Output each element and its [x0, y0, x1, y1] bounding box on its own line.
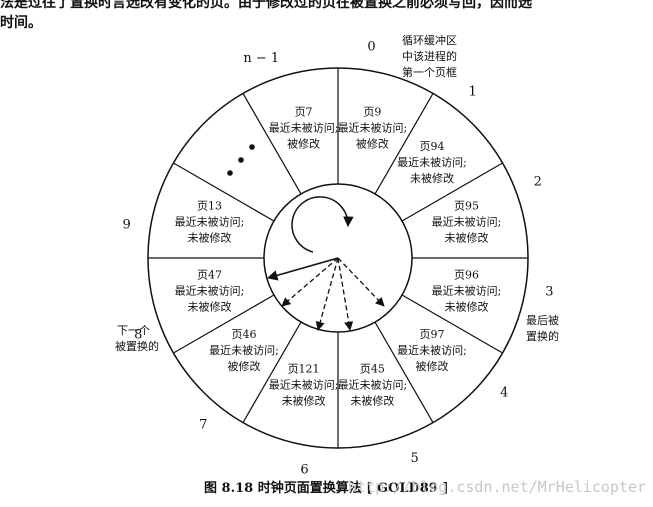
frame-page-label: 页45	[360, 362, 385, 375]
buffer-note-line-2: 中该进程的	[402, 49, 457, 63]
frame-status-line-2: 未被修改	[188, 299, 232, 313]
frame-divider	[374, 321, 434, 423]
next-replaced-note-line-1: 下一个	[117, 324, 150, 337]
frame-status-line-2: 未被修改	[282, 393, 326, 407]
frame-number: 7	[199, 417, 207, 432]
frame-page-label: 页13	[197, 200, 222, 213]
frame-divider	[242, 93, 302, 195]
frame-divider	[401, 294, 503, 354]
frame-status-line-1: 最近未被访问;	[175, 216, 245, 229]
frame-dividers	[148, 68, 528, 448]
frame-number: 1	[469, 85, 477, 100]
frame-number: 8	[134, 328, 142, 343]
frame-status-line-2: 未被修改	[350, 393, 394, 407]
frame-status-line-1: 最近未被访问;	[397, 344, 467, 357]
frame-page-label: 页47	[197, 268, 222, 281]
frame-page-label: 页9	[363, 106, 381, 119]
frame-page-label: 页95	[454, 200, 479, 213]
frame-status-line-1: 最近未被访问;	[397, 156, 467, 169]
frame-page-label: 页46	[231, 328, 256, 341]
frame-page-label: 页94	[420, 140, 445, 153]
search-arrow	[337, 257, 354, 331]
frame-status-line-2: 被修改	[356, 137, 389, 151]
frame-status-line-1: 最近未被访问;	[269, 378, 339, 391]
search-arrow	[337, 257, 385, 307]
watermark: http://blog.csdn.net/MrHelicopter	[348, 478, 646, 496]
frame-number: 0	[367, 40, 375, 55]
intro-text-line-1: 法是过往了置换时言选改有变化的页。由于修改过的页在被置换之前必须写回，因而选	[0, 0, 532, 11]
frame-page-label: 页7	[295, 106, 313, 119]
buffer-note-line-1: 循环缓冲区	[402, 33, 457, 47]
frame-number: 4	[500, 386, 508, 401]
frame-divider	[173, 162, 275, 222]
ellipsis-dots	[227, 144, 255, 176]
frame-status-line-1: 最近未被访问;	[338, 378, 408, 391]
search-arrow	[281, 257, 339, 307]
frame-number: 6	[300, 462, 308, 477]
buffer-note-line-3: 第一个页框	[402, 65, 457, 79]
frame-status-line-2: 被修改	[416, 359, 449, 373]
frame-status-line-1: 最近未被访问;	[432, 284, 502, 297]
last-replaced-note-line-1: 最后被	[526, 314, 559, 327]
frame-status-line-2: 未被修改	[444, 231, 488, 245]
last-replaced-note-line-2: 置换的	[526, 329, 559, 343]
frame-status-line-2: 被修改	[227, 359, 260, 373]
frame-divider	[374, 93, 434, 195]
frame-status-line-1: 最近未被访问;	[175, 284, 245, 297]
frame-status-line-2: 未被修改	[444, 299, 488, 313]
frame-number: 9	[122, 218, 130, 233]
frame-number: 3	[545, 284, 553, 299]
frame-page-label: 页121	[288, 362, 320, 375]
frame-number: n − 1	[243, 51, 279, 66]
frame-status-line-2: 未被修改	[410, 171, 454, 185]
frame-status-line-1: 最近未被访问;	[338, 122, 408, 135]
frame-page-label: 页97	[420, 328, 445, 341]
frame-number: 5	[411, 451, 419, 466]
frame-labels: 页9 最近未被访问; 被修改 0 页94 最近未被访问; 未被修改 1 页95 最近未被访问; 未被…	[122, 40, 553, 478]
frame-divider	[242, 321, 302, 423]
frame-status-line-1: 最近未被访问;	[432, 216, 502, 229]
frame-status-line-2: 被修改	[287, 137, 320, 151]
figure-caption: 图 8.18 时钟页面置换算法 [ GOLD89 ]	[204, 480, 449, 496]
search-arrow	[315, 257, 339, 331]
next-replaced-note-line-2: 被置换的	[115, 339, 159, 353]
frame-page-label: 页96	[454, 268, 479, 281]
frame-divider	[173, 294, 275, 354]
intro-text-line-2: 时间。	[0, 15, 42, 31]
frame-status-line-1: 最近未被访问;	[269, 122, 339, 135]
frame-divider	[401, 162, 503, 222]
frame-number: 2	[534, 174, 542, 189]
frame-status-line-2: 未被修改	[188, 231, 232, 245]
rotation-arrow	[291, 196, 354, 253]
pointer-arrow	[266, 257, 339, 281]
frame-status-line-1: 最近未被访问;	[209, 344, 279, 357]
